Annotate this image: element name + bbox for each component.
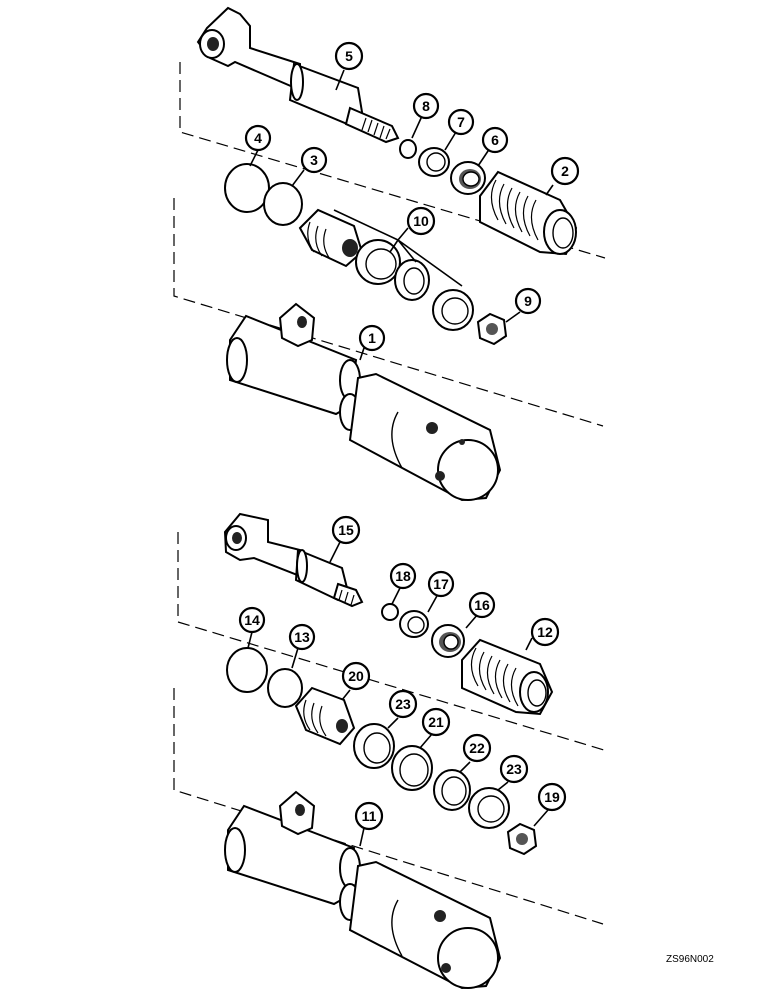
top-assembly — [173, 6, 606, 502]
ring-16 — [431, 624, 465, 658]
callout-20: 20 — [341, 661, 371, 691]
ring-13 — [267, 668, 303, 708]
callout-15: 15 — [331, 515, 361, 545]
callout-label: 14 — [244, 612, 260, 628]
callout-11: 11 — [354, 801, 384, 831]
barrel-11 — [224, 790, 502, 990]
ring-7 — [418, 147, 450, 177]
callout-label: 7 — [457, 114, 465, 130]
callout-label: 12 — [537, 624, 553, 640]
callout-label: 20 — [348, 668, 364, 684]
callout-label: 19 — [544, 789, 560, 805]
callout-label: 10 — [413, 213, 429, 229]
nut-19 — [506, 822, 538, 856]
ring-21 — [391, 745, 433, 791]
nut-9 — [476, 312, 508, 346]
barrel-1 — [226, 302, 502, 502]
callout-2: 2 — [550, 156, 580, 186]
gland-2 — [479, 170, 578, 256]
ring-8 — [399, 139, 417, 159]
piston-rod-15 — [223, 512, 364, 608]
callout-8: 8 — [412, 92, 440, 120]
piston-20 — [294, 686, 356, 746]
callout-label: 6 — [491, 132, 499, 148]
piston-assembly-10 — [298, 208, 474, 331]
bottom-assembly — [173, 512, 605, 990]
callout-label: 11 — [362, 808, 377, 824]
callout-label: 23 — [395, 696, 411, 712]
callout-label: 21 — [428, 714, 444, 730]
callout-10: 10 — [406, 206, 436, 236]
callout-label: 3 — [310, 152, 318, 168]
callout-6: 6 — [481, 126, 509, 154]
callout-label: 16 — [474, 597, 490, 613]
ring-18 — [381, 603, 399, 621]
ring-17 — [399, 610, 429, 638]
callout-1: 1 — [358, 324, 386, 352]
callout-23b: 23 — [499, 754, 529, 784]
callout-19: 19 — [537, 782, 567, 812]
callout-label: 18 — [395, 568, 411, 584]
callout-22: 22 — [462, 733, 492, 763]
alignment-line — [173, 688, 604, 925]
callout-16: 16 — [468, 591, 496, 619]
callout-9: 9 — [514, 287, 542, 315]
callout-13: 13 — [288, 623, 316, 651]
alignment-line — [177, 532, 605, 751]
callout-label: 9 — [524, 293, 532, 309]
callout-7: 7 — [447, 108, 475, 136]
callout-17: 17 — [427, 570, 455, 598]
callout-18: 18 — [389, 562, 417, 590]
callout-label: 13 — [294, 629, 310, 645]
callout-label: 4 — [254, 130, 262, 146]
callout-label: 22 — [469, 740, 485, 756]
callout-14: 14 — [238, 606, 266, 634]
alignment-line — [179, 62, 606, 259]
callout-label: 5 — [345, 48, 353, 64]
callout-23a: 23 — [388, 689, 418, 719]
callout-4: 4 — [244, 124, 272, 152]
ring-3 — [263, 182, 303, 226]
piston-rod-5 — [196, 6, 400, 144]
callout-label: 23 — [506, 761, 522, 777]
callout-label: 2 — [561, 163, 569, 179]
ring-22 — [433, 769, 471, 811]
ring-23a — [353, 723, 395, 769]
gland-12 — [461, 638, 554, 716]
ring-6 — [450, 161, 486, 195]
ring-23b — [468, 787, 510, 829]
callout-label: 15 — [338, 522, 354, 538]
alignment-line — [173, 198, 604, 427]
callout-label: 1 — [368, 330, 376, 346]
document-code: ZS96N002 — [666, 954, 714, 965]
ring-14 — [226, 647, 268, 693]
ring-4 — [224, 163, 270, 213]
callout-5: 5 — [334, 41, 364, 71]
callout-label: 17 — [433, 576, 449, 592]
callout-21: 21 — [421, 707, 451, 737]
callout-12: 12 — [530, 617, 560, 647]
callout-label: 8 — [422, 98, 430, 114]
callout-3: 3 — [300, 146, 328, 174]
